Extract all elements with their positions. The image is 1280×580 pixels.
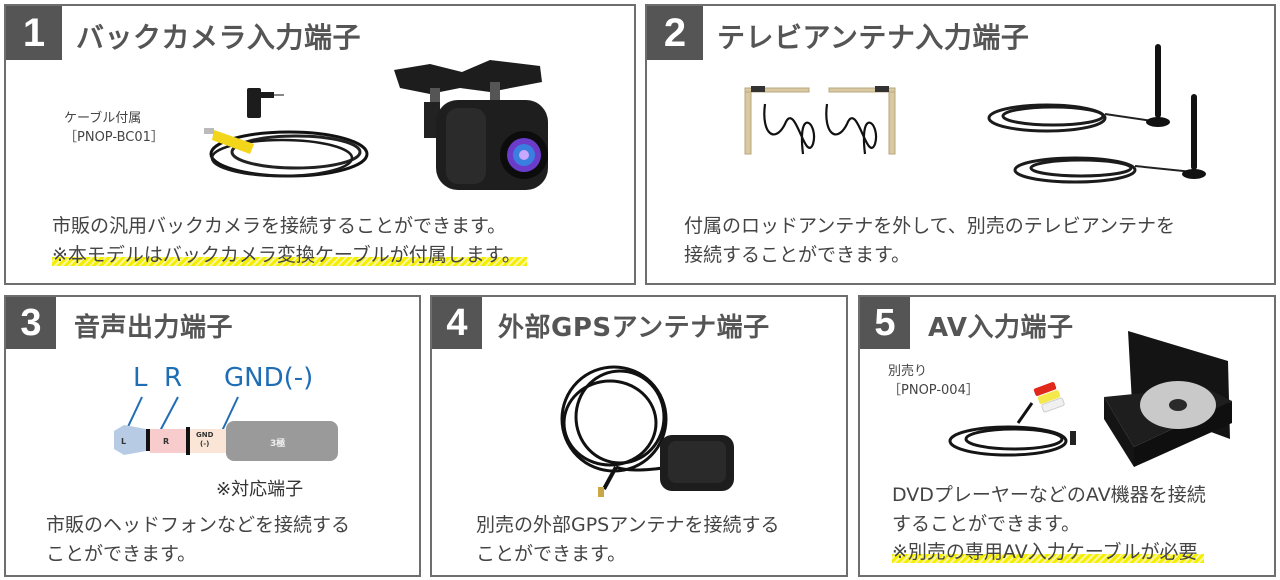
label-l: L [133,363,148,393]
panel-description: 市販のヘッドフォンなどを接続する ことができます。 [46,514,351,565]
seg-label-r: R [163,437,170,446]
panel-av-input: 5 AV入力端子 別売り ［PNOP-004］ DVDプレーヤーなどのAV機器を… [858,295,1276,577]
rca-cable-image [204,88,369,178]
plug-diagram [114,396,338,461]
panel-description: 付属のロッドアンテナを外して、別売のテレビアンテナを 接続することができます。 [684,215,1175,266]
panel-description: 別売の外部GPSアンテナを接続する ことができます。 [476,514,780,565]
panel-description: DVDプレーヤーなどのAV機器を接続 することができます。 ※別売の専用AV入力… [892,484,1206,563]
gps-antenna-image [560,365,734,497]
label-r: R [164,363,183,393]
included-cable-highlight: ※本モデルはバックカメラ変換ケーブルが付属します。 [52,243,527,266]
rod-antenna-image [987,44,1206,184]
seg-label-3pole: 3極 [270,439,286,449]
panel-number: 5 [860,297,910,349]
panel-back-camera-input: 1 バックカメラ入力端子 ケーブル付属 ［PNOP-BC01］ 市販の汎用バック… [4,4,636,285]
panel-audio-output: 3 音声出力端子 L R GND(-) L R GND (-) 3極 ※対応端子… [4,295,421,577]
film-antenna-image [744,86,896,155]
dvd-player-image [1104,331,1232,467]
panel-number: 4 [432,297,482,349]
sold-separately-note: 別売り ［PNOP-004］ [888,364,979,398]
rear-camera-image [394,60,548,190]
panel-title: 外部GPSアンテナ端子 [498,313,770,343]
panel-title: バックカメラ入力端子 [76,21,362,54]
panel-number: 1 [6,6,62,60]
seg-label-gnd: GND (-) [196,431,214,449]
panel-number: 2 [647,6,703,60]
cable-included-note: ケーブル付属 ［PNOP-BC01］ [64,111,164,145]
seg-label-l: L [121,437,127,446]
panel-gps-antenna: 4 外部GPSアンテナ端子 別売の外部GPSアンテナを接続する ことができます。 [430,295,848,577]
panel-title: AV入力端子 [928,313,1074,343]
label-gnd: GND(-) [224,363,314,393]
panel-number: 3 [6,297,56,349]
panel-title: テレビアンテナ入力端子 [717,21,1030,54]
panel-tv-antenna-input: 2 テレビアンテナ入力端子 付属のロッドアンテナを外して、別売のテレビアンテナを… [645,4,1276,285]
compatible-terminal-caption: ※対応端子 [216,479,304,500]
panel-title: 音声出力端子 [74,313,234,343]
av-cable-image [948,382,1076,457]
required-cable-highlight: ※別売の専用AV入力ケーブルが必要 [892,541,1204,563]
panel-description: 市販の汎用バックカメラを接続することができます。 ※本モデルはバックカメラ変換ケ… [52,212,527,269]
